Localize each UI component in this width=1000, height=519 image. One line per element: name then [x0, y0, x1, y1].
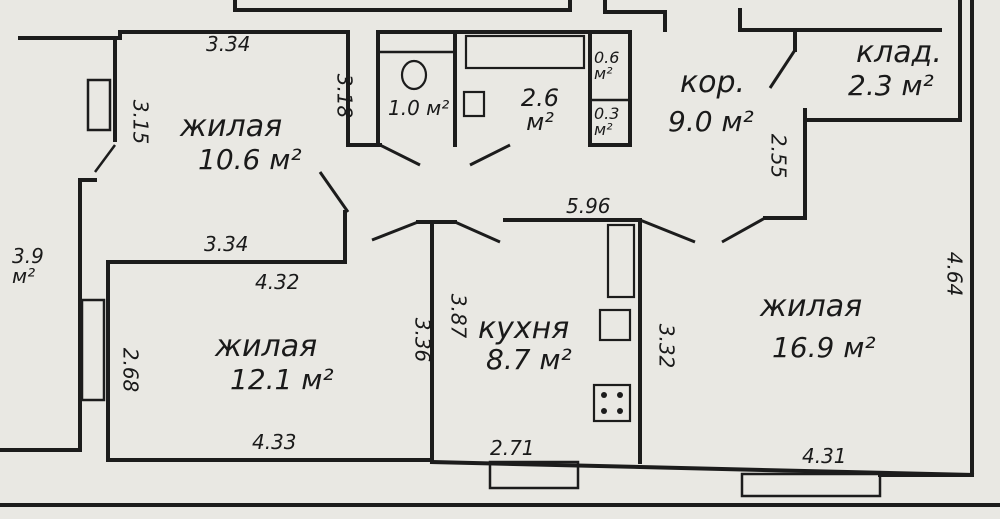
door-living2 [371, 220, 419, 242]
door-toilet [379, 143, 421, 167]
dim-bottom-kitchen: 2.71 [490, 436, 535, 460]
wall-balcony [0, 178, 97, 452]
window-left-upper [86, 78, 112, 132]
stove-burner-icon [601, 408, 607, 414]
door-living1 [318, 171, 350, 213]
dim-living2-right: 3.36 [410, 317, 435, 363]
room-name-living-2: жилая [215, 329, 318, 364]
wall-top-far-right [738, 8, 942, 32]
wall-top-segment [233, 0, 572, 12]
room-area-living-1: 10.6 м² [198, 143, 302, 176]
wall-bottom [429, 459, 975, 478]
toilet-fixture-icon [400, 59, 428, 91]
room-area-corridor: 9.0 м² [668, 105, 754, 138]
stove-burner-icon [617, 408, 623, 414]
dim-left-wall-upper: 3.15 [128, 99, 153, 145]
wall-top-right-stub [603, 0, 667, 32]
kitchen-duct-icon [606, 223, 636, 299]
bathtub-icon [464, 34, 586, 70]
door-living3 [721, 216, 766, 244]
dim-top-left: 3.34 [206, 32, 251, 56]
room-name-living-3: жилая [760, 289, 863, 324]
dim-toilet-wall: 3.18 [332, 73, 357, 119]
wall-top-left [18, 30, 382, 147]
dim-bottom-right: 4.31 [802, 444, 847, 468]
room-area-bathroom: 2.6 м² [520, 84, 560, 136]
room-area-closet-1: 0.6 м² [594, 48, 620, 83]
stove-burner-icon [617, 392, 623, 398]
dim-right-wall: 4.64 [942, 251, 967, 297]
room-area-balcony: 3.9 м² [12, 244, 44, 288]
stove-burner-icon [601, 392, 607, 398]
window-left-lower [80, 298, 106, 402]
room-area-toilet: 1.0 м² [388, 96, 450, 120]
door-kitchen [454, 220, 501, 244]
wall-diagonal-left [93, 144, 117, 173]
wall-living1-living2 [106, 210, 347, 264]
dim-storage-wall: 2.55 [766, 133, 791, 179]
sink-icon [462, 90, 486, 118]
door-corridor-right [639, 218, 696, 244]
door-storage [768, 49, 797, 89]
wall-left-lower [106, 260, 434, 462]
dim-kitchen-left: 3.87 [446, 293, 471, 339]
room-area-living-2: 12.1 м² [230, 363, 334, 396]
room-area-closet-2: 0.3 м² [594, 104, 620, 139]
window-living3 [740, 472, 882, 498]
door-bath [469, 143, 511, 167]
room-name-living-1: жилая [180, 109, 283, 144]
room-area-living-3: 16.9 м² [772, 331, 876, 364]
dim-bottom-left: 4.33 [252, 430, 297, 454]
stove-icon [592, 383, 632, 423]
dim-corridor-top: 5.96 [566, 194, 611, 218]
dim-left-wall-lower: 2.68 [118, 347, 143, 393]
room-name-storage: клад. [856, 35, 942, 70]
room-area-kitchen: 8.7 м² [486, 343, 572, 376]
kitchen-sink-icon [598, 308, 632, 342]
dim-mid-left: 3.34 [204, 232, 249, 256]
room-name-corridor: кор. [680, 65, 746, 100]
dim-kitchen-right: 3.32 [654, 323, 679, 369]
room-area-storage: 2.3 м² [848, 69, 934, 102]
dim-mid-left-lower: 4.32 [255, 270, 300, 294]
room-name-kitchen: кухня [478, 311, 570, 346]
window-kitchen [488, 460, 580, 490]
